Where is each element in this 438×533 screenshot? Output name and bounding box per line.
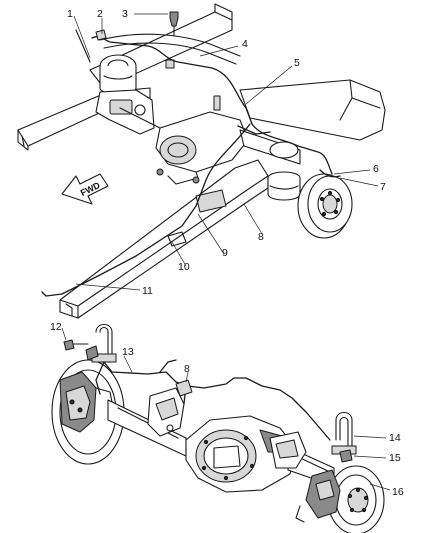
callout-11: 11	[142, 285, 153, 297]
callout-14: 14	[389, 432, 401, 444]
bolt-item-3	[169, 11, 179, 27]
callout-8-upper: 8	[258, 231, 264, 243]
callout-1: 1	[67, 8, 73, 20]
right-brake-rotor	[295, 465, 385, 533]
callout-13: 13	[122, 346, 134, 358]
callout-9: 9	[222, 247, 228, 259]
upper-frame-assembly	[17, 3, 386, 319]
right-spring	[267, 171, 301, 201]
callout-8-lower: 8	[184, 363, 190, 375]
callout-7: 7	[380, 181, 386, 193]
upper-brake-drum	[297, 173, 353, 239]
u-bolt-item-14	[335, 411, 353, 449]
rear-crossmember	[239, 79, 386, 141]
callout-5: 5	[294, 57, 300, 69]
upper-brake-tube	[91, 36, 333, 175]
callout-labels: 1 2 3 4 5 6 7 8 9 10 11 12 13 8 14 15 16	[50, 8, 404, 498]
fitting-item-15	[339, 449, 353, 463]
leader-lines	[61, 13, 391, 491]
callout-3: 3	[122, 8, 128, 20]
lower-axle-assembly	[51, 323, 385, 533]
junction-block	[175, 379, 193, 397]
bolt-item-12	[63, 339, 75, 351]
forward-direction-arrow: FWD	[61, 173, 109, 205]
callout-12: 12	[50, 321, 62, 333]
callout-4: 4	[242, 38, 248, 50]
callout-2: 2	[97, 8, 103, 20]
callout-10: 10	[178, 261, 190, 273]
left-brake-rotor	[51, 359, 125, 465]
rail-brake-tube	[41, 123, 251, 297]
callout-16: 16	[392, 486, 404, 498]
lower-brake-tube	[103, 361, 331, 441]
callout-15: 15	[389, 452, 401, 464]
callout-6: 6	[373, 163, 379, 175]
